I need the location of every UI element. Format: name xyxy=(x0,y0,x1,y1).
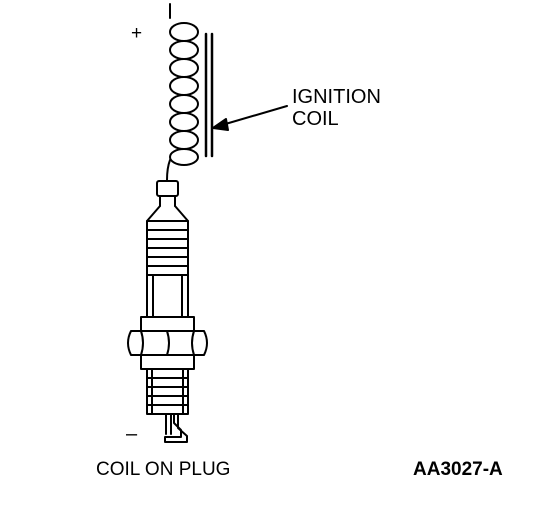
spark-plug xyxy=(127,180,208,443)
minus-terminal-label: – xyxy=(126,423,138,445)
coil-label-line1: IGNITION xyxy=(292,86,381,108)
figure-caption: COIL ON PLUG xyxy=(96,459,231,480)
leader-arrow xyxy=(212,105,288,131)
figure-code: AA3027-A xyxy=(413,459,503,480)
coil-winding xyxy=(166,3,199,181)
coil-label-line2: COIL xyxy=(292,108,339,130)
coil-core xyxy=(204,32,214,158)
plus-terminal-label: + xyxy=(131,23,143,44)
